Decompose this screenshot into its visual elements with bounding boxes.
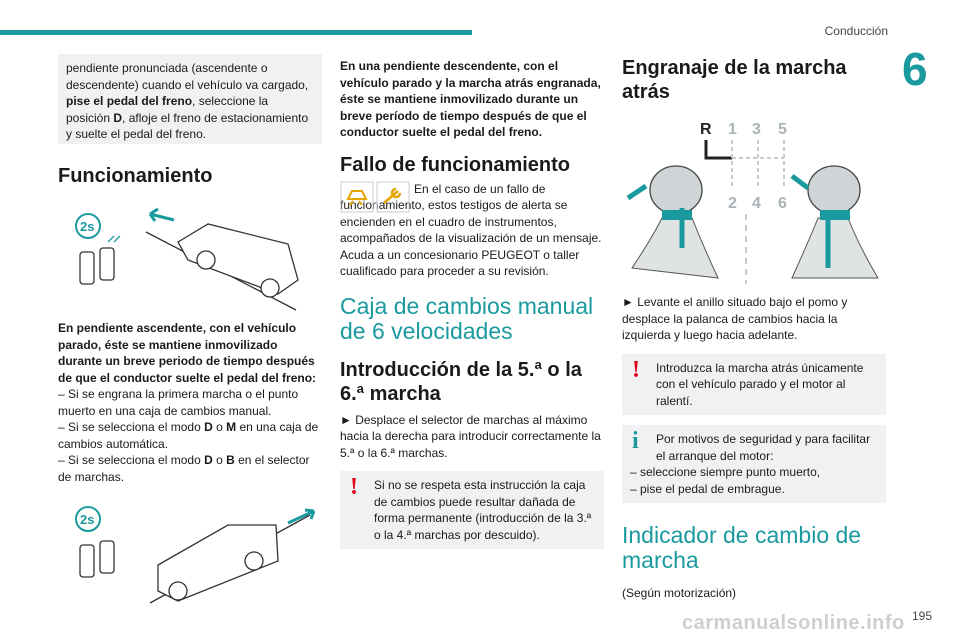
warning-lights-icons — [340, 181, 410, 212]
icon-2s-label-b: 2s — [80, 512, 94, 527]
gear-6: 6 — [778, 195, 787, 212]
heading-caja-cambios: Caja de cambios manual de 6 velocidades — [340, 292, 594, 344]
uphill-illustration: 2s — [75, 207, 299, 311]
warning-icon-2: ! — [632, 356, 640, 383]
car-skid-icon — [346, 189, 368, 206]
chapter-number: 6 — [902, 43, 928, 95]
car-uphill-icon — [177, 223, 299, 298]
reverse-gear-illustration: R 1 3 5 2 4 6 — [626, 121, 879, 284]
header-accent-bar — [0, 30, 472, 35]
warning-reverse-text: Introduzca la marcha atrás únicamente co… — [656, 360, 864, 408]
warning-icon: ! — [350, 474, 358, 500]
brake-pedal-icon-b — [79, 540, 115, 578]
hill-start-2s-icon-b: 2s — [75, 506, 101, 532]
info-item-2: – pise el pedal de embrague. — [630, 481, 785, 496]
warning-box-reverse: ! Introduzca la marcha atrás únicamente … — [622, 353, 886, 415]
uphill-list-item-2: – Si se selecciona el modo D o M en una … — [58, 420, 319, 451]
uphill-list-item-3: – Si se selecciona el modo D o B en el s… — [58, 453, 310, 484]
info-intro: Por motivos de seguridad y para facilita… — [656, 432, 871, 463]
intro-text-1: pendiente pronunciada (ascendente o desc… — [66, 61, 309, 92]
gear-4: 4 — [752, 195, 761, 212]
uphill-text: En pendiente ascendente, con el vehículo… — [58, 321, 317, 385]
gear-5: 5 — [778, 121, 787, 138]
arrow-icon-b — [287, 508, 316, 525]
info-item-1: – seleccione siempre punto muerto, — [630, 465, 821, 479]
section-title: Conducción — [824, 24, 888, 38]
heading-5-6-marcha: Introducción de la 5.ª o la 6.ª marcha — [340, 358, 582, 405]
heading-funcionamiento: Funcionamiento — [58, 165, 213, 187]
downhill-illustration: 2s — [75, 506, 316, 604]
uphill-list-item-1: – Si se engrana la primera marcha o el p… — [58, 387, 299, 418]
intro-bold: pise el pedal del freno — [66, 94, 193, 108]
gear-knob-left-icon — [626, 165, 719, 279]
intro-d: D — [113, 110, 123, 125]
reverse-instruction: ► Levante el anillo situado bajo el pomo… — [622, 295, 848, 342]
brake-pedal-icon — [79, 235, 121, 285]
gear-3: 3 — [752, 121, 761, 138]
warning-gearbox-text: Si no se respeta esta instrucción la caj… — [374, 478, 592, 542]
gear-r: R — [700, 121, 712, 138]
info-icon: i — [632, 428, 639, 454]
gear-2: 2 — [728, 195, 737, 212]
wrench-icon — [383, 187, 402, 204]
column-2: En una pendiente descendente, con el veh… — [340, 54, 604, 549]
intro-text-3: , afloje el freno de estacionamiento y s… — [66, 110, 309, 142]
downhill-text: En una pendiente descendente, con el veh… — [340, 59, 601, 139]
column-3: Engranaje de la marcha atrás R 1 3 5 2 4… — [622, 54, 886, 602]
heading-fallo: Fallo de funcionamiento — [340, 153, 571, 176]
gear-pattern-diagram: R 1 3 5 2 4 6 — [700, 121, 787, 284]
column-1: pendiente pronunciada (ascendente o desc… — [58, 54, 322, 605]
warning-box-gearbox: ! Si no se respeta esta instrucción la c… — [340, 471, 604, 549]
page-number: 195 — [912, 609, 933, 623]
motorization-note: (Según motorización) — [622, 586, 737, 600]
car-downhill-icon — [157, 524, 279, 602]
fault-block: En el caso de un fallo de funcionamiento… — [340, 181, 604, 280]
gear-1: 1 — [728, 121, 737, 138]
fault-text: En el caso de un fallo de funcionamiento… — [340, 181, 602, 246]
icon-2s-label-a: 2s — [80, 219, 94, 234]
fault-text-2: Acuda a un concesionario PEUGEOT o talle… — [340, 247, 580, 279]
hill-start-2s-icon: 2s — [75, 213, 101, 239]
heading-indicador: Indicador de cambio de marcha — [622, 522, 862, 573]
heading-marcha-atras: Engranaje de la marcha atrás — [622, 57, 847, 103]
gear-knob-right-icon — [790, 165, 879, 279]
intro-text-2: , seleccione la posición — [66, 94, 269, 125]
watermark: carmanualsonline.info — [682, 612, 905, 634]
gear-5-6-text: ► Desplace el selector de marchas al máx… — [340, 412, 601, 460]
arrow-icon — [148, 207, 175, 222]
info-box: i Por motivos de seguridad y para facili… — [622, 425, 886, 503]
intro-box: pendiente pronunciada (ascendente o desc… — [58, 54, 322, 144]
